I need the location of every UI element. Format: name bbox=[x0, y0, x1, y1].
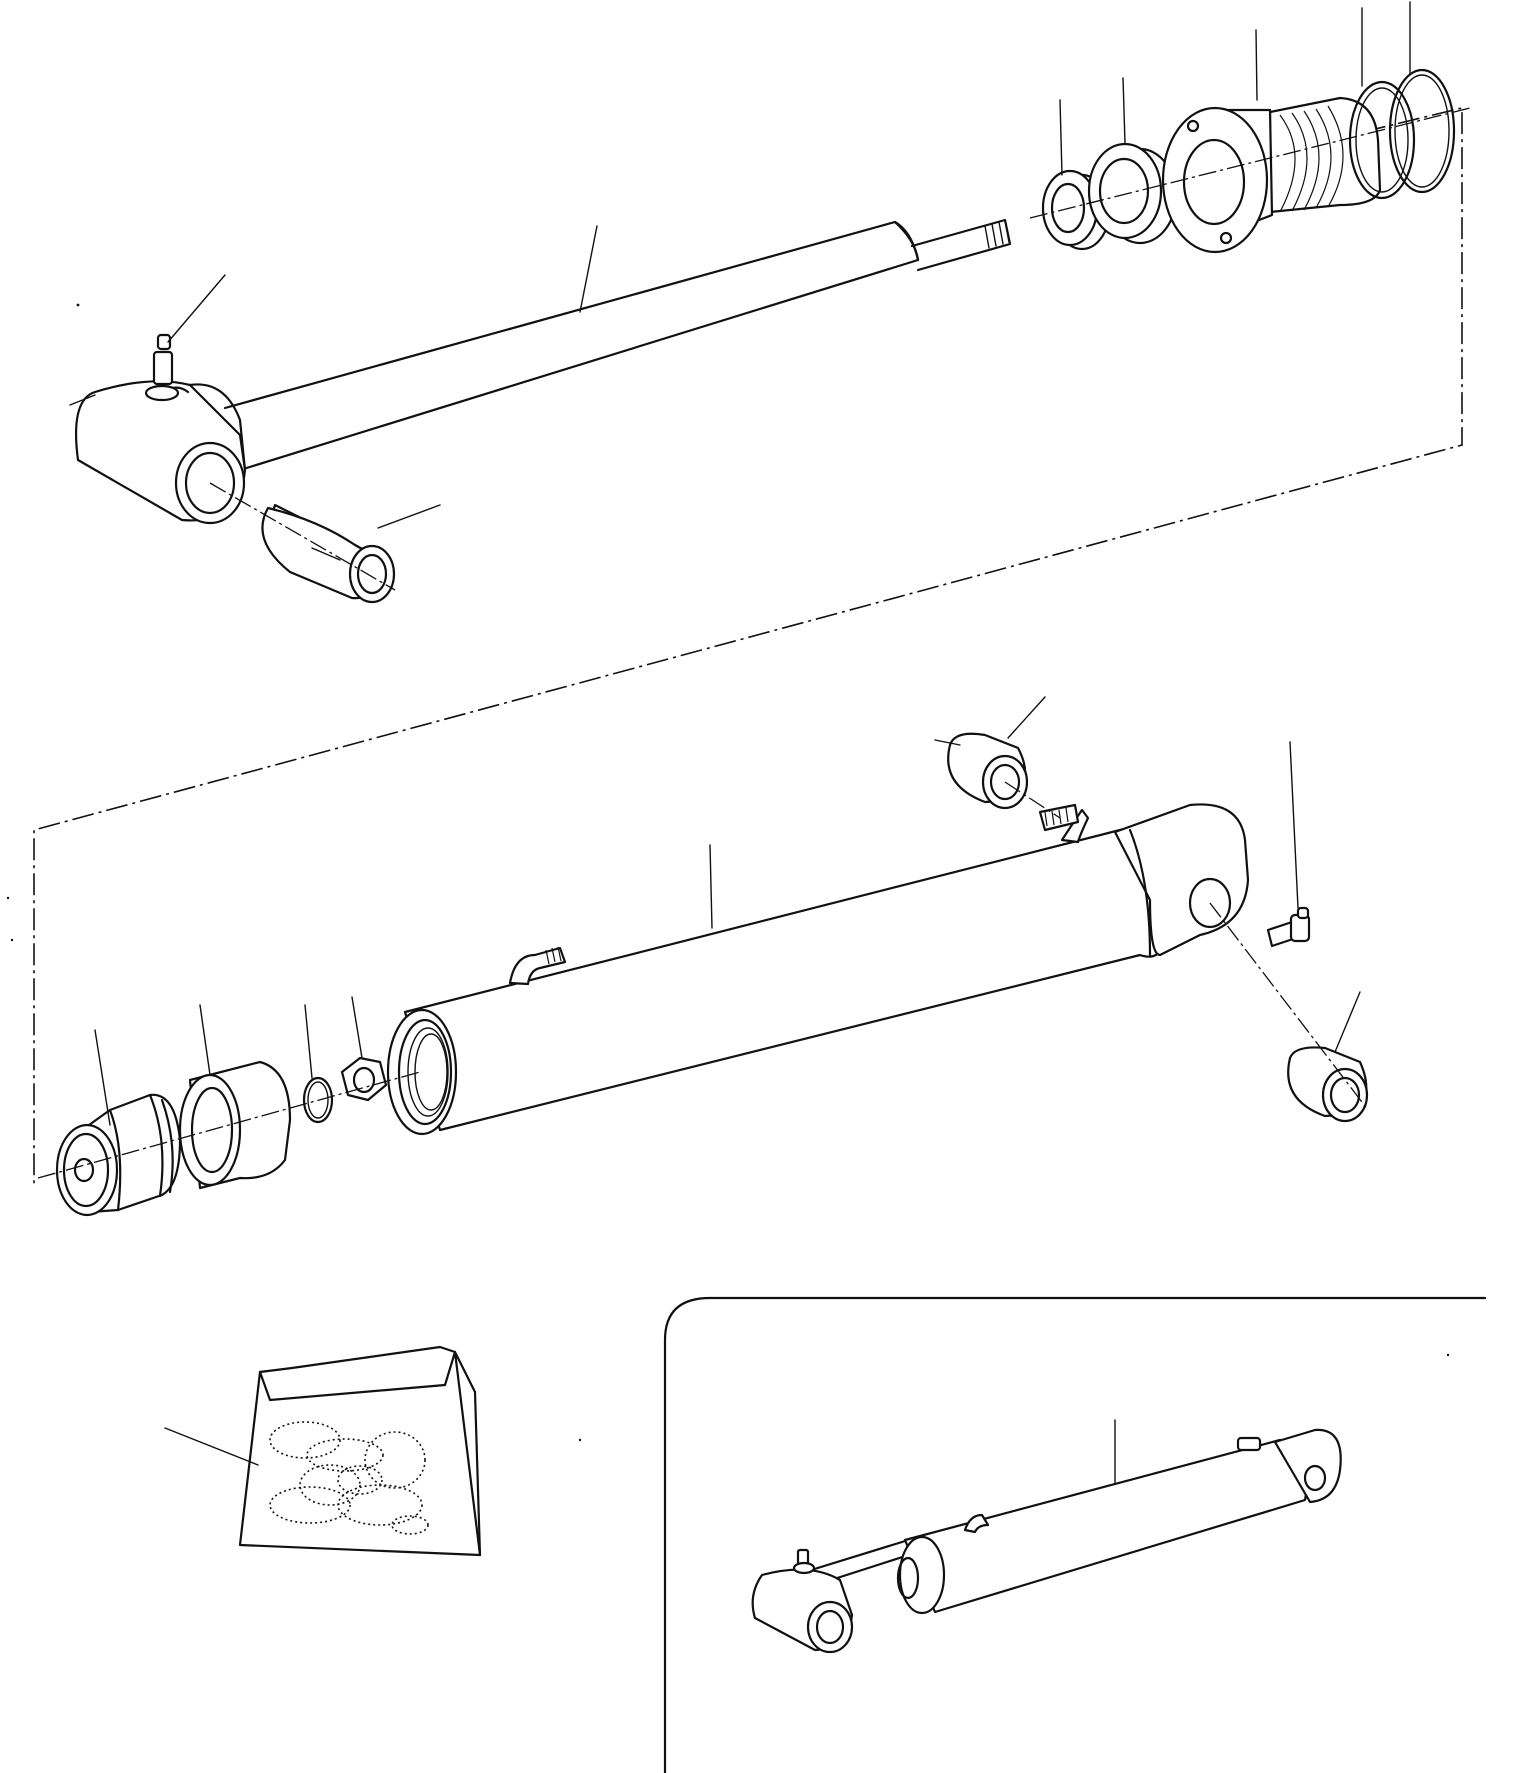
leader-piston-backup-ring bbox=[304, 1004, 313, 1079]
piston bbox=[55, 1029, 182, 1217]
leader-piston-seal bbox=[199, 1004, 211, 1076]
centre-line bbox=[1029, 107, 1471, 219]
lock-nut bbox=[340, 996, 388, 1102]
centre-line bbox=[37, 1071, 421, 1179]
bushing bbox=[261, 503, 441, 604]
bushing-top bbox=[934, 696, 1061, 819]
bushing-rear bbox=[1287, 991, 1369, 1123]
leader-wiper-seal bbox=[1059, 99, 1063, 176]
rod-seal bbox=[1087, 77, 1178, 245]
o-ring bbox=[1348, 7, 1416, 200]
leader-bushing bbox=[377, 504, 441, 529]
cylinder-head bbox=[1161, 29, 1382, 254]
grease-nipple bbox=[144, 333, 180, 402]
leader-seal-kit bbox=[164, 1427, 259, 1466]
inset-frame bbox=[663, 1296, 1487, 1773]
piston-backup-ring bbox=[302, 1004, 334, 1124]
leader-piston-rod bbox=[579, 225, 598, 313]
seal-kit bbox=[164, 1345, 482, 1557]
leader-bushing-rear bbox=[1334, 991, 1361, 1053]
leader-cylinder-barrel bbox=[709, 844, 713, 929]
piston-rod bbox=[69, 218, 1012, 525]
backup-ring bbox=[1388, 1, 1456, 194]
leader-bushing-top bbox=[1007, 696, 1046, 739]
centre-line bbox=[209, 482, 396, 591]
cylinder-barrel bbox=[386, 803, 1250, 1136]
scan-specks bbox=[6, 303, 1450, 1442]
leader-piston bbox=[94, 1029, 111, 1126]
centre-line bbox=[1004, 781, 1061, 819]
rod-group bbox=[33, 1, 1471, 1185]
leader-lock-nut bbox=[351, 996, 363, 1059]
leader-rod-eye bbox=[69, 394, 96, 406]
barrel-group bbox=[37, 696, 1369, 1217]
centre-line bbox=[1209, 902, 1369, 1111]
leader-cylinder-head bbox=[1255, 29, 1258, 101]
leader-grease-nipple-barrel bbox=[1289, 741, 1299, 909]
piston-seal bbox=[178, 1004, 292, 1190]
assembled-cylinder-inset bbox=[663, 1296, 1487, 1773]
grease-nipple-barrel bbox=[1266, 741, 1311, 948]
leader-grease-nipple bbox=[167, 274, 226, 343]
group-boundary-line bbox=[33, 106, 1463, 1185]
leader-rod-seal bbox=[1122, 77, 1126, 144]
